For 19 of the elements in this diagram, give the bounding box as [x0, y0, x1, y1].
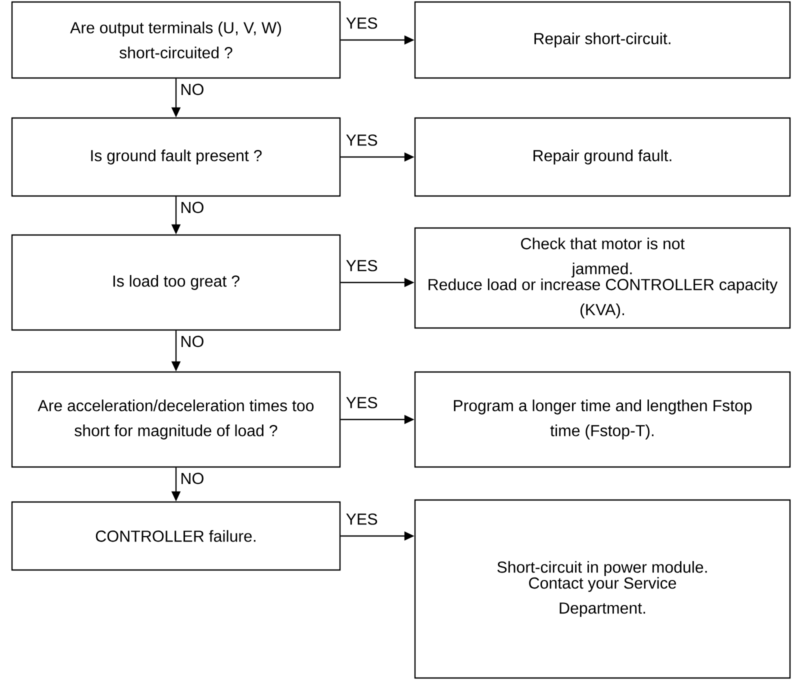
- flowchart-box: Short-circuit in power module. Contact your Service Department.: [414, 499, 791, 679]
- flowchart-box: Program a longer time and lengthen Fstop time (Fstop-T).: [414, 371, 791, 468]
- flowchart-box: Check that motor is not jammed. Reduce load or increase CONTROLLER capacity (KVA).: [414, 227, 791, 329]
- flowchart-box: Is ground fault present ?: [11, 117, 341, 197]
- edge-label: NO: [179, 82, 206, 96]
- flowchart-box: Is load too great ?: [11, 234, 341, 331]
- edge-label: YES: [344, 512, 379, 526]
- edge-label: NO: [179, 334, 206, 348]
- flowchart-box: Are acceleration/deceleration times too short for magnitude of load ?: [11, 371, 341, 468]
- edge-label: YES: [344, 133, 379, 147]
- edge-label: NO: [179, 200, 206, 214]
- edge-label: YES: [344, 16, 379, 30]
- flowchart-box: Repair ground fault.: [414, 117, 791, 197]
- flowchart-box: Are output terminals (U, V, W) short-circuited ?: [11, 1, 341, 79]
- flowchart-box: CONTROLLER failure.: [11, 501, 341, 571]
- flowchart-box: Repair short-circuit.: [414, 1, 791, 79]
- edge-label: NO: [179, 472, 206, 486]
- edge-label: YES: [344, 396, 379, 410]
- edge-label: YES: [344, 258, 379, 272]
